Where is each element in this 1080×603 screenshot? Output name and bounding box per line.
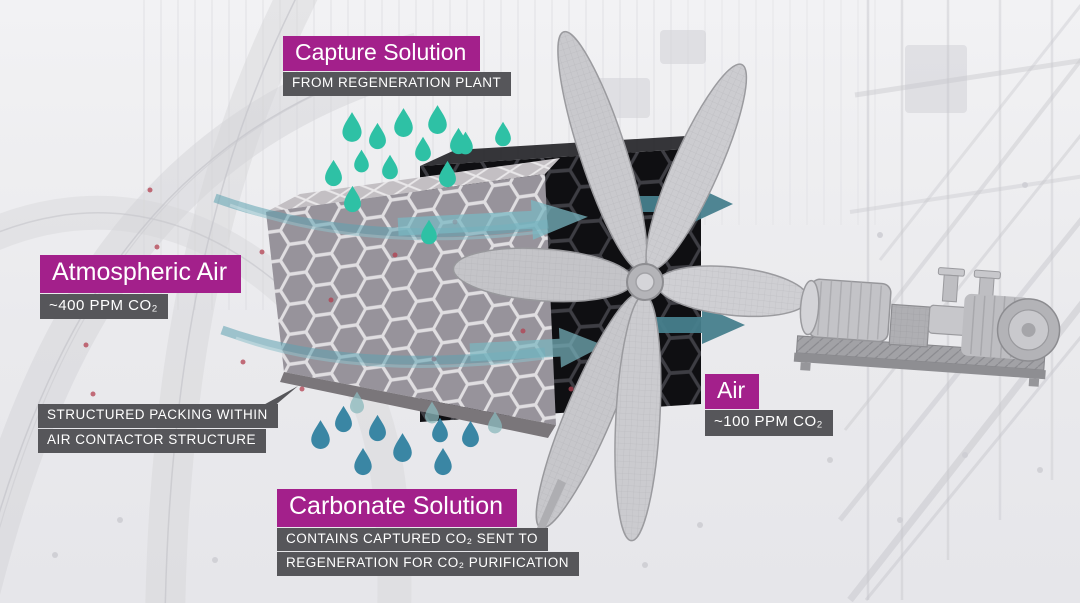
callout-air-outlet: Air ~100 PPM CO₂ xyxy=(705,374,833,437)
pump-icon xyxy=(793,267,1061,387)
airflow-arrow-icon xyxy=(642,306,745,344)
droplet-icon xyxy=(434,447,452,476)
airflow-arrow-icon xyxy=(397,199,588,240)
structured-packing-line1: STRUCTURED PACKING WITHIN xyxy=(38,404,278,428)
carbonate-solution-line2: REGENERATION FOR CO₂ PURIFICATION xyxy=(277,552,579,577)
atmospheric-air-title: Atmospheric Air xyxy=(40,255,242,293)
fan-icon xyxy=(452,30,809,542)
callout-capture-solution: Capture Solution FROM REGENERATION PLANT xyxy=(283,36,512,97)
label-pointer xyxy=(258,386,298,408)
atmospheric-air-subtitle: ~400 PPM CO₂ xyxy=(40,293,168,320)
droplet-icon xyxy=(462,420,479,448)
droplet-icon xyxy=(335,405,352,433)
callout-atmospheric-air: Atmospheric Air ~400 PPM CO₂ xyxy=(40,255,242,320)
air-outlet-subtitle: ~100 PPM CO₂ xyxy=(705,410,833,437)
callout-structured-packing: STRUCTURED PACKING WITHIN AIR CONTACTOR … xyxy=(38,404,278,454)
airflow-arrow-icon xyxy=(469,327,604,368)
structured-packing-line2: AIR CONTACTOR STRUCTURE xyxy=(38,428,267,453)
capture-solution-title: Capture Solution xyxy=(283,36,481,72)
carbonate-solution-title: Carbonate Solution xyxy=(277,489,518,527)
air-outlet-title: Air xyxy=(705,374,760,410)
capture-solution-subtitle: FROM REGENERATION PLANT xyxy=(283,72,512,97)
droplet-icon xyxy=(311,420,330,449)
carbonate-solution-line1: CONTAINS CAPTURED CO₂ SENT TO xyxy=(277,527,549,552)
callout-carbonate-solution: Carbonate Solution CONTAINS CAPTURED CO₂… xyxy=(277,489,579,577)
background-dots xyxy=(52,182,1043,568)
label-pointer xyxy=(537,479,566,531)
